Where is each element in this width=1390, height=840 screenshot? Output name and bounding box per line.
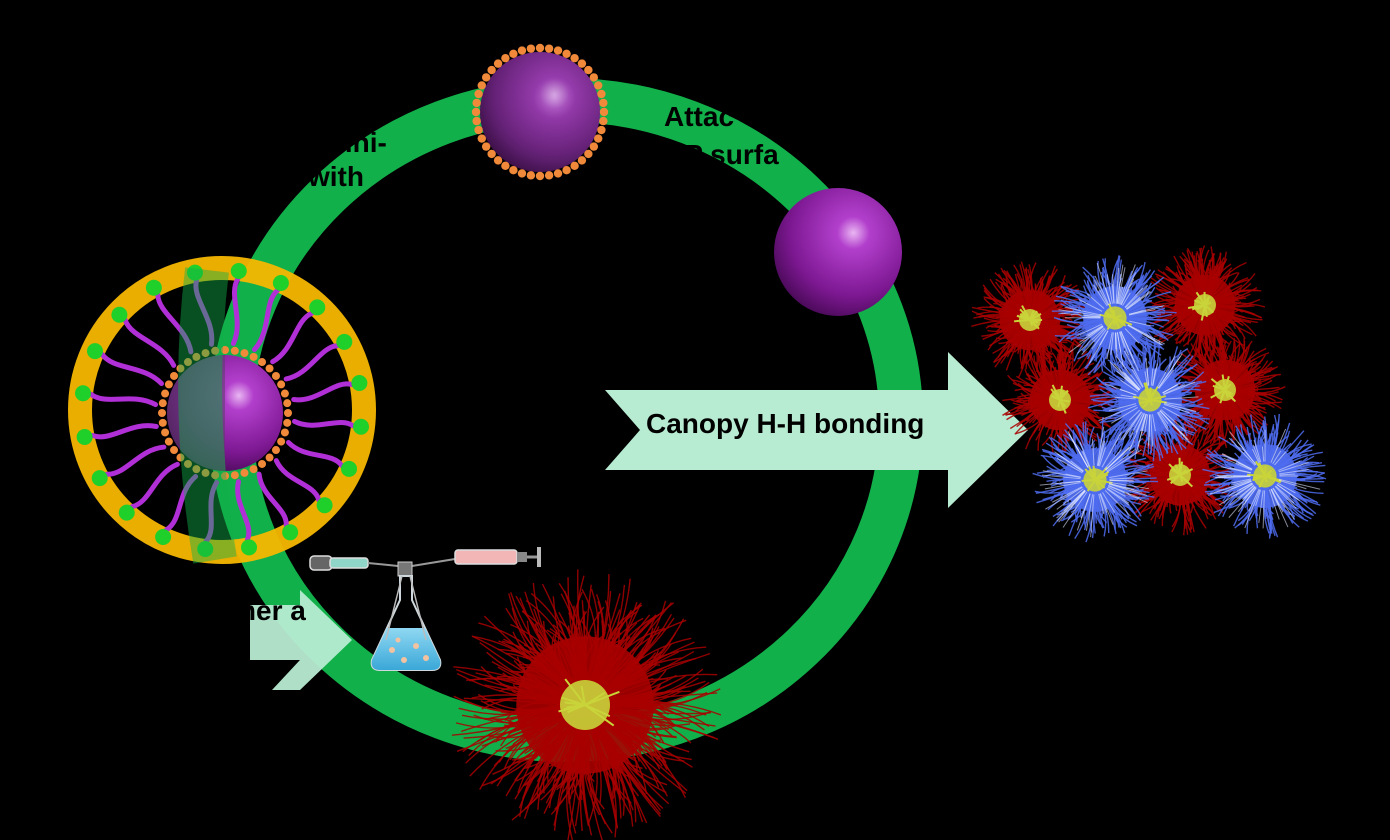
- step-label-monomer: omer a: [214, 595, 306, 626]
- polymer-canopy-nanoparticle-large: [451, 569, 722, 840]
- syringe-icon: [309, 547, 541, 571]
- ligand-shell-micelle: [158, 346, 292, 480]
- ligand-heads: [75, 263, 369, 557]
- canopy-nanoparticle-cluster: [971, 245, 1327, 543]
- step-label-attach: Attac: [664, 101, 735, 132]
- polymerization-apparatus: [309, 547, 541, 671]
- bare-nanoparticle: [774, 188, 902, 316]
- coated-nanoparticle-top: [471, 43, 609, 181]
- step-label-mini: mini-: [320, 127, 387, 158]
- canopy-bonding-arrow: [605, 352, 1028, 508]
- bonding-arrow-label: Canopy H-H bonding: [646, 408, 925, 439]
- step-arrow-lower-left: [250, 590, 352, 690]
- step-label-np-surface: NP surfa: [664, 139, 779, 170]
- ligand-shell-top: [471, 43, 609, 181]
- ligand-tails: [88, 276, 356, 544]
- flask-icon: [370, 561, 442, 671]
- micelle-structure: [68, 256, 376, 564]
- step-label-emulsion: on with: [266, 161, 364, 192]
